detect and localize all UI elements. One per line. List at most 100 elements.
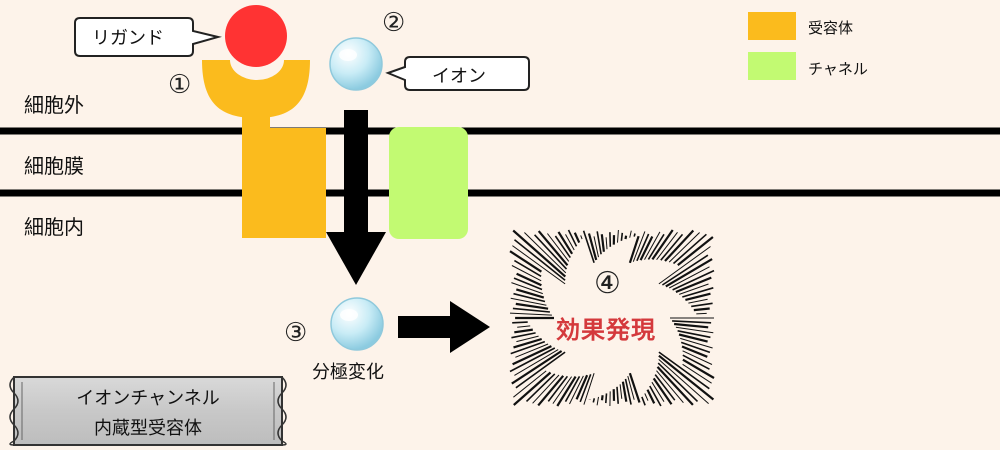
burst-line xyxy=(677,330,711,339)
burst-line xyxy=(534,234,568,270)
burst-line xyxy=(575,374,589,400)
legend-label-receptor: 受容体 xyxy=(808,19,854,37)
burst-line xyxy=(605,237,608,250)
burst-line xyxy=(537,375,565,407)
burst-line xyxy=(514,328,533,334)
burst-line xyxy=(651,381,665,402)
burst-line xyxy=(569,375,584,405)
region-membrane: 細胞膜 xyxy=(24,154,84,178)
burst-line xyxy=(624,235,628,240)
burst-line xyxy=(672,269,715,291)
scroll-title-line2: 内蔵型受容体 xyxy=(94,418,202,439)
burst-line xyxy=(513,277,543,291)
burst-line xyxy=(547,233,570,262)
burst-line xyxy=(633,233,636,237)
burst-line xyxy=(658,246,711,285)
burst-line xyxy=(658,354,715,401)
region-outside: 細胞外 xyxy=(24,93,84,117)
burst-line xyxy=(512,345,552,366)
burst-line xyxy=(567,229,578,247)
ligand-circle xyxy=(225,5,287,67)
burst-line xyxy=(649,385,662,407)
burst-line xyxy=(656,366,694,406)
burst-line xyxy=(628,235,640,264)
effect-label: 効果発現 xyxy=(556,316,656,344)
burst-line xyxy=(682,358,715,379)
burst-line xyxy=(665,258,713,288)
burst-line xyxy=(512,245,566,285)
burst-line xyxy=(682,363,712,384)
scroll-banner xyxy=(9,376,287,446)
burst-line xyxy=(513,259,542,277)
legend-label-channel: チャネル xyxy=(808,60,868,78)
burst-line xyxy=(579,374,592,403)
right-arrow xyxy=(398,301,490,353)
burst-line xyxy=(554,235,571,259)
burst-line xyxy=(513,370,547,398)
burst-line xyxy=(678,333,708,343)
receptor-body xyxy=(242,128,326,238)
burst-line xyxy=(583,373,595,405)
burst-line xyxy=(636,233,650,262)
ion-highlight-top xyxy=(339,49,357,61)
burst-line xyxy=(620,232,624,241)
burst-line xyxy=(621,381,628,402)
burst-line xyxy=(513,337,543,349)
burst-line xyxy=(511,350,563,385)
ion-highlight-bottom xyxy=(340,309,358,321)
burst-line xyxy=(672,320,712,324)
burst-line xyxy=(661,254,709,286)
burst-line xyxy=(600,395,604,401)
burst-line xyxy=(664,229,695,262)
burst-line xyxy=(557,231,574,255)
burst-line xyxy=(672,233,707,265)
burst-line xyxy=(668,266,710,289)
ion-circle-top xyxy=(329,37,383,91)
burst-line xyxy=(515,351,566,389)
burst-line xyxy=(646,389,656,404)
burst-line xyxy=(515,288,545,299)
effect-burst xyxy=(509,229,715,407)
burst-line xyxy=(656,370,684,404)
burst-line xyxy=(624,378,632,405)
burst-line xyxy=(509,250,543,273)
burst-line xyxy=(681,345,708,358)
burst-line xyxy=(525,373,556,402)
burst-line xyxy=(565,234,575,251)
burst-line xyxy=(596,231,602,255)
burst-line xyxy=(593,236,599,258)
ion-circle-bottom xyxy=(330,297,384,351)
burst-line xyxy=(515,302,549,310)
burst-line xyxy=(556,376,577,407)
burst-line xyxy=(675,326,714,334)
burst-line xyxy=(682,350,713,365)
burst-line xyxy=(517,325,531,328)
burst-line xyxy=(628,372,641,403)
burst-line xyxy=(552,376,573,404)
burst-line xyxy=(616,386,619,404)
burst-line xyxy=(688,298,708,304)
burst-line xyxy=(514,349,559,376)
burst-line xyxy=(657,362,699,402)
receptor-cup xyxy=(202,60,310,118)
down-arrow xyxy=(326,110,386,285)
burst-line xyxy=(639,236,654,261)
ion-callout xyxy=(385,56,530,91)
burst-line xyxy=(682,287,714,298)
ligand-callout xyxy=(74,17,222,57)
burst-line xyxy=(512,229,567,278)
step-4: ④ xyxy=(594,266,621,301)
burst-line xyxy=(632,231,646,262)
legend-swatch-receptor xyxy=(748,12,796,40)
receptor xyxy=(202,60,326,238)
burst-line xyxy=(691,302,713,308)
burst-line xyxy=(513,239,566,281)
burst-line xyxy=(696,312,707,315)
burst-line xyxy=(675,276,712,294)
burst-line xyxy=(524,232,567,274)
burst-line xyxy=(679,283,709,295)
burst-line xyxy=(516,272,542,287)
burst-line xyxy=(532,374,560,404)
step-2: ② xyxy=(382,8,406,38)
